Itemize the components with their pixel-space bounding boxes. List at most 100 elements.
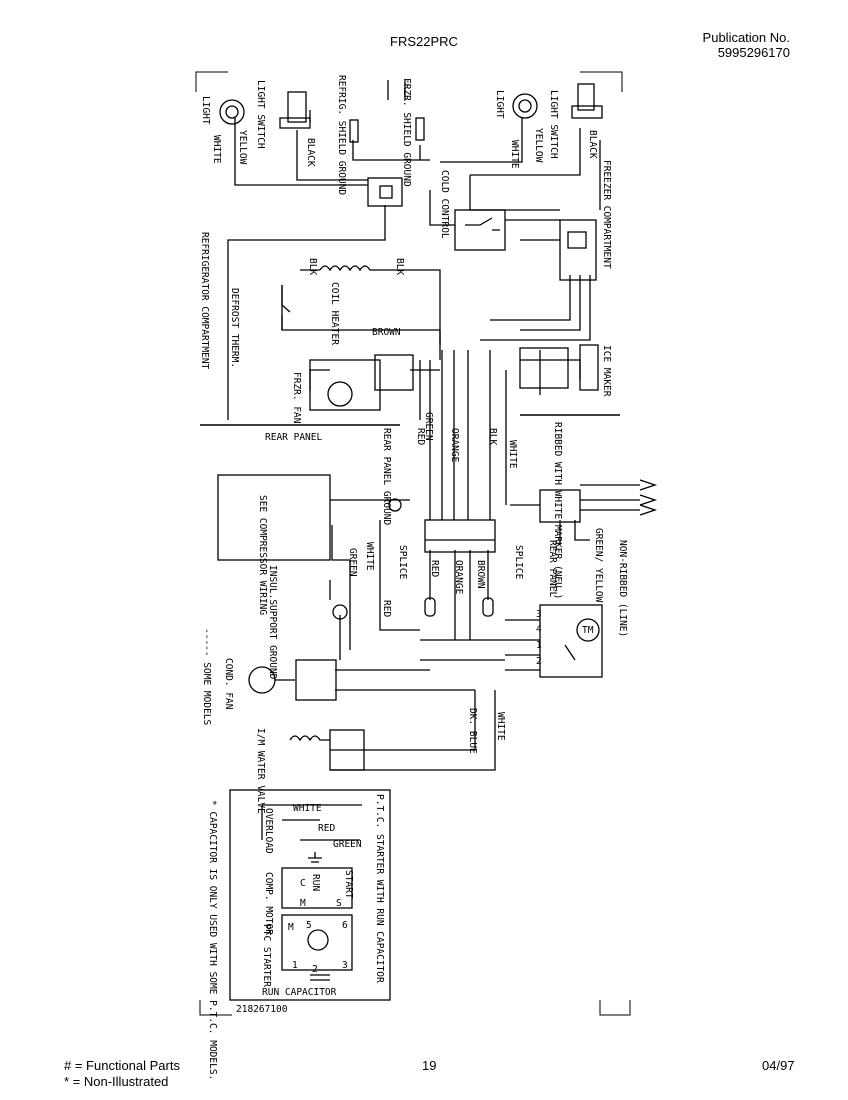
- label-coil-heater: COIL HEATER: [329, 282, 340, 345]
- svg-text:4: 4: [536, 624, 542, 635]
- label-im-water-valve: I/M WATER VALVE: [255, 728, 266, 814]
- label-see-compressor-wiring: SEE COMPRESSOR WIRING: [257, 495, 268, 615]
- label-ptc-red: RED: [318, 823, 335, 834]
- svg-text:3: 3: [342, 960, 348, 971]
- label-capacitor-note: * CAPACITOR IS ONLY USED WITH SOME P.T.C…: [207, 800, 218, 1080]
- publication-label: Publication No.: [702, 30, 790, 45]
- label-frzr-fan: FRZR. FAN: [291, 372, 302, 424]
- coil-heater-icon: [319, 265, 410, 272]
- light-bulb-icon: [512, 93, 538, 119]
- svg-text:2: 2: [312, 964, 318, 975]
- svg-text:1: 1: [536, 640, 542, 651]
- svg-text:S: S: [336, 898, 342, 909]
- label-white-left: WHITE: [211, 135, 222, 164]
- label-red-2: RED: [429, 560, 440, 577]
- label-green-2: GREEN: [347, 548, 358, 577]
- ground-icon: [388, 498, 402, 512]
- line-cord-plug-icon: [639, 479, 658, 516]
- label-frzr-shield-ground: FRZR. SHIELD GROUND: [401, 78, 412, 187]
- ice-maker-connector-icon: [519, 347, 569, 389]
- water-valve-icon: [289, 735, 330, 742]
- svg-text:3: 3: [536, 609, 542, 620]
- label-brown-1: BROWN: [372, 327, 401, 338]
- connector-icon: [374, 354, 414, 391]
- svg-text:5: 5: [306, 920, 312, 931]
- label-blk-3: BLK: [487, 428, 498, 445]
- label-white-right: WHITE: [509, 140, 520, 169]
- fan-motor-icon: [327, 381, 353, 407]
- label-light-right: LIGHT: [494, 90, 505, 119]
- label-overload: OVERLOAD: [263, 808, 274, 854]
- label-freezer-compartment: FREEZER COMPARTMENT: [601, 160, 612, 269]
- label-ptc-white: WHITE: [293, 803, 322, 814]
- label-black-right: BLACK: [587, 130, 598, 159]
- wires: [195, 71, 640, 771]
- publication-number: 5995296170: [717, 45, 790, 60]
- svg-text:M: M: [300, 898, 306, 909]
- compressor-wiring-box: [217, 474, 331, 561]
- connector-icon: [295, 659, 337, 701]
- label-white-3: WHITE: [495, 712, 506, 741]
- label-dk-blue: DK. BLUE: [467, 708, 478, 754]
- label-refrigerator-compartment: REFRIGERATOR COMPARTMENT: [199, 232, 210, 370]
- ptc-starter-icon: [281, 914, 353, 971]
- label-orange-1: ORANGE: [449, 428, 460, 463]
- publication-info: Publication No. 5995296170: [703, 30, 790, 60]
- run-capacitor-icon: [310, 974, 330, 981]
- svg-text:2: 2: [536, 656, 542, 667]
- connector-icon: [367, 177, 403, 207]
- ground-icon: [332, 604, 348, 620]
- label-tm: TM: [582, 625, 594, 636]
- label-start: START: [343, 870, 354, 899]
- label-green-1: GREEN: [423, 412, 434, 441]
- diagram-labels: LIGHT LIGHT SWITCH YELLOW WHITE BLACK RE…: [199, 75, 628, 814]
- date: 04/97: [762, 1058, 795, 1073]
- light-switch-icon: [287, 91, 307, 123]
- label-rear-panel-2: REAR PANEL: [547, 540, 558, 597]
- label-rear-panel: REAR PANEL: [265, 432, 322, 443]
- label-green-yellow: GREEN/ YELLOW: [593, 528, 604, 603]
- label-white-2: WHITE: [364, 542, 375, 571]
- svg-text:6: 6: [342, 920, 348, 931]
- label-ribbed-with-white-marker: RIBBED WITH WHITE MARKER (NEU.): [552, 422, 563, 599]
- label-some-models: ----- SOME MODELS: [201, 628, 212, 726]
- label-defrost-therm: DEFROST THERM.: [229, 288, 240, 368]
- timer-motor-icon: [576, 618, 600, 642]
- label-ice-maker: ICE MAKER: [601, 345, 612, 397]
- label-white-1: WHITE: [507, 440, 518, 469]
- defrost-thermostat-icon: [281, 285, 291, 330]
- svg-text:M: M: [288, 922, 294, 933]
- label-red-3: RED: [381, 600, 392, 617]
- label-splice-2: SPLICE: [513, 545, 524, 580]
- cold-control-icon: [454, 209, 506, 251]
- defrost-timer-icon: [539, 604, 603, 678]
- svg-text:C: C: [300, 878, 306, 889]
- label-red-1: RED: [415, 428, 426, 445]
- light-bulb-icon: [219, 99, 245, 125]
- label-comp-motor: COMP. MOTOR: [263, 872, 274, 935]
- ptc-starter-inset: P.T.C. STARTER WITH RUN CAPACITOR WHITE …: [199, 789, 631, 1080]
- label-run-capacitor: RUN CAPACITOR: [262, 987, 337, 998]
- label-light-left: LIGHT: [200, 96, 211, 125]
- legend-functional-parts: # = Functional Parts: [64, 1058, 180, 1073]
- label-blk-1: BLK: [307, 258, 318, 275]
- label-ptc-green: GREEN: [333, 839, 362, 850]
- svg-text:1: 1: [292, 960, 298, 971]
- connector-icon: [559, 219, 597, 281]
- label-light-switch-left: LIGHT SWITCH: [255, 80, 266, 149]
- model-number: FRS22PRC: [390, 34, 458, 49]
- label-black-left: BLACK: [305, 138, 316, 167]
- label-rear-panel-ground: REAR PANEL GROUND: [381, 428, 392, 526]
- page-number: 19: [422, 1058, 437, 1073]
- label-orange-2: ORANGE: [453, 560, 464, 595]
- label-light-switch-right: LIGHT SWITCH: [548, 90, 559, 159]
- label-refrig-shield-ground: REFRIG. SHIELD GROUND: [336, 75, 347, 195]
- label-blk-2: BLK: [394, 258, 405, 275]
- label-ptc-title: P.T.C. STARTER WITH RUN CAPACITOR: [374, 794, 385, 983]
- compressor-motor-icon: [281, 867, 353, 909]
- label-yellow-left: YELLOW: [237, 130, 248, 165]
- label-splice-1: SPLICE: [397, 545, 408, 580]
- label-insul-support-ground: INSUL.SUPPORT GROUND: [267, 565, 278, 680]
- splice-block-icon: [424, 519, 496, 553]
